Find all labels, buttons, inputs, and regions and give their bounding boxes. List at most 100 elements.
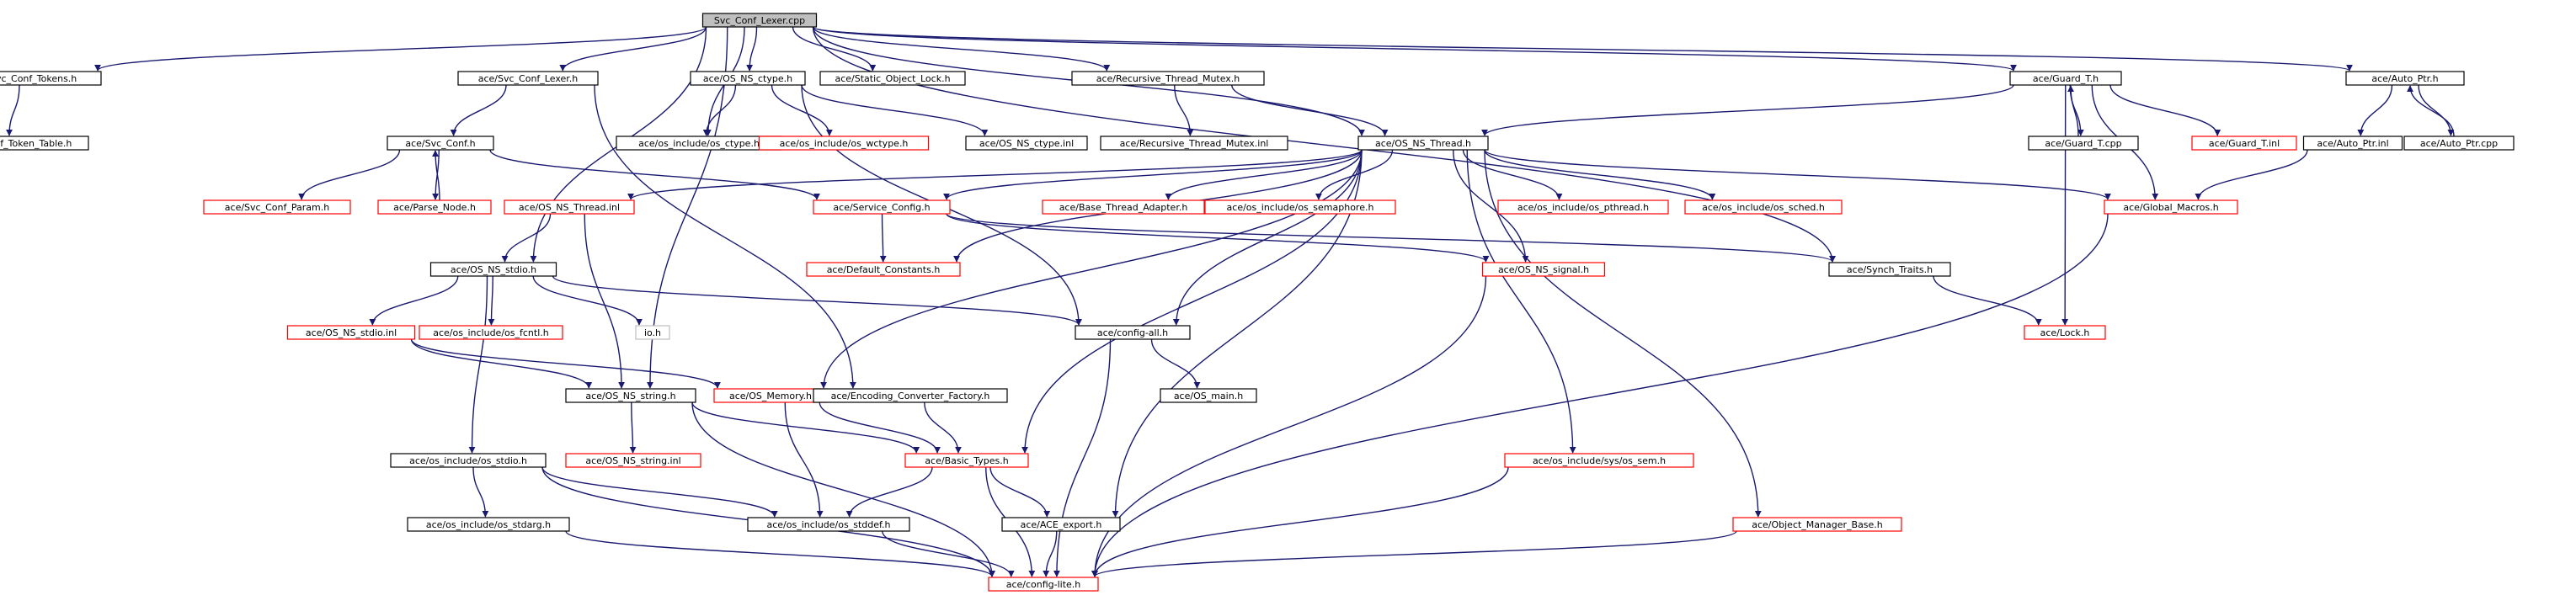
node-box[interactable] (1075, 325, 1191, 340)
node-guard-t-cpp[interactable]: ace/Guard_T.cpp (2028, 136, 2139, 151)
node-os-ns-signal[interactable]: ace/OS_NS_signal.h (1481, 262, 1606, 277)
node-os-ns-ctype-h[interactable]: ace/OS_NS_ctype.h (690, 71, 806, 86)
node-box[interactable] (813, 199, 951, 215)
node-os-include-os-fcntl[interactable]: ace/os_include/os_fcntl.h (419, 325, 563, 340)
node-box[interactable] (1001, 517, 1121, 532)
node-box[interactable] (1497, 199, 1669, 215)
node-ace-export[interactable]: ace/ACE_export.h (1001, 517, 1121, 532)
node-box[interactable] (635, 325, 670, 340)
node-box[interactable] (457, 71, 599, 86)
node-os-include-os-stdarg[interactable]: ace/os_include/os_stdarg.h (407, 517, 570, 532)
node-box[interactable] (390, 453, 547, 468)
node-object-manager-base[interactable]: ace/Object_Manager_Base.h (1732, 517, 1902, 532)
node-guard-t-inl[interactable]: ace/Guard_T.inl (2191, 136, 2297, 151)
node-box[interactable] (701, 13, 818, 28)
node-svc-conf-h[interactable]: ace/Svc_Conf.h (387, 136, 494, 151)
node-svc-conf-tokens[interactable]: ace/Svc_Conf_Tokens.h (0, 71, 102, 86)
node-root[interactable]: Svc_Conf_Lexer.cpp (701, 13, 818, 28)
node-box[interactable] (690, 71, 806, 86)
node-box[interactable] (2009, 71, 2122, 86)
node-lock-h[interactable]: ace/Lock.h (2024, 325, 2106, 340)
node-os-include-os-semaphore[interactable]: ace/os_include/os_semaphore.h (1204, 199, 1396, 215)
node-box[interactable] (819, 71, 966, 86)
node-box[interactable] (2403, 136, 2515, 151)
node-recursive-thread-mutex-h[interactable]: ace/Recursive_Thread_Mutex.h (1071, 71, 1265, 86)
node-os-ns-thread-inl[interactable]: ace/OS_NS_Thread.inl (504, 199, 635, 215)
node-box[interactable] (203, 199, 351, 215)
node-box[interactable] (806, 262, 961, 277)
node-synch-traits[interactable]: ace/Synch_Traits.h (1828, 262, 1951, 277)
node-box[interactable] (504, 199, 635, 215)
node-box[interactable] (1042, 199, 1205, 215)
node-os-include-os-stdio[interactable]: ace/os_include/os_stdio.h (390, 453, 547, 468)
node-box[interactable] (1100, 136, 1288, 151)
node-box[interactable] (758, 136, 930, 151)
node-box[interactable] (904, 453, 1029, 468)
node-box[interactable] (387, 136, 494, 151)
node-base-thread-adapter[interactable]: ace/Base_Thread_Adapter.h (1042, 199, 1205, 215)
node-os-ns-string-inl[interactable]: ace/OS_NS_string.inl (565, 453, 701, 468)
node-label: ace/os_include/os_stdio.h (409, 455, 527, 466)
node-box[interactable] (286, 325, 416, 340)
node-box[interactable] (2028, 136, 2139, 151)
node-box[interactable] (2024, 325, 2106, 340)
node-box[interactable] (813, 388, 1008, 403)
node-box[interactable] (1481, 262, 1606, 277)
node-box[interactable] (407, 517, 570, 532)
node-config-all[interactable]: ace/config-all.h (1075, 325, 1191, 340)
node-box[interactable] (1504, 453, 1694, 468)
node-os-ns-string-h[interactable]: ace/OS_NS_string.h (565, 388, 696, 403)
node-os-memory[interactable]: ace/OS_Memory.h (713, 388, 828, 403)
node-box[interactable] (565, 453, 701, 468)
node-basic-types[interactable]: ace/Basic_Types.h (904, 453, 1029, 468)
node-box[interactable] (0, 136, 89, 151)
node-os-include-os-ctype[interactable]: ace/os_include/os_ctype.h (616, 136, 782, 151)
node-io-h[interactable]: io.h (635, 325, 670, 340)
node-box[interactable] (1828, 262, 1951, 277)
node-parse-node[interactable]: ace/Parse_Node.h (377, 199, 492, 215)
node-box[interactable] (377, 199, 492, 215)
node-box[interactable] (2345, 71, 2465, 86)
node-svc-conf-token-table[interactable]: ace/Svc_Conf_Token_Table.h (0, 136, 89, 151)
node-box[interactable] (1357, 136, 1489, 151)
node-os-main[interactable]: ace/OS_main.h (1160, 388, 1257, 403)
node-service-config[interactable]: ace/Service_Config.h (813, 199, 951, 215)
node-os-include-os-wctype[interactable]: ace/os_include/os_wctype.h (758, 136, 930, 151)
node-svc-conf-lexer[interactable]: ace/Svc_Conf_Lexer.h (457, 71, 599, 86)
node-static-object-lock[interactable]: ace/Static_Object_Lock.h (819, 71, 966, 86)
node-auto-ptr-h[interactable]: ace/Auto_Ptr.h (2345, 71, 2465, 86)
edge-auto_ptr_inl-to-global_macros (2195, 149, 2308, 200)
node-os-include-os-sched[interactable]: ace/os_include/os_sched.h (1684, 199, 1843, 215)
node-default-constants[interactable]: ace/Default_Constants.h (806, 262, 961, 277)
node-box[interactable] (747, 517, 910, 532)
node-box[interactable] (419, 325, 563, 340)
node-os-include-os-pthread[interactable]: ace/os_include/os_pthread.h (1497, 199, 1669, 215)
node-box[interactable] (2302, 136, 2403, 151)
node-os-include-os-stddef[interactable]: ace/os_include/os_stddef.h (747, 517, 910, 532)
node-box[interactable] (1160, 388, 1257, 403)
node-box[interactable] (429, 262, 557, 277)
node-box[interactable] (2191, 136, 2297, 151)
node-box[interactable] (965, 136, 1088, 151)
node-auto-ptr-inl[interactable]: ace/Auto_Ptr.inl (2302, 136, 2403, 151)
node-guard-t-h[interactable]: ace/Guard_T.h (2009, 71, 2122, 86)
node-box[interactable] (1071, 71, 1265, 86)
node-box[interactable] (0, 71, 102, 86)
node-svc-conf-param[interactable]: ace/Svc_Conf_Param.h (203, 199, 351, 215)
node-recursive-thread-mutex-inl[interactable]: ace/Recursive_Thread_Mutex.inl (1100, 136, 1288, 151)
node-os-ns-stdio-h[interactable]: ace/OS_NS_stdio.h (429, 262, 557, 277)
node-box[interactable] (988, 577, 1099, 592)
node-os-ns-ctype-inl[interactable]: ace/OS_NS_ctype.inl (965, 136, 1088, 151)
node-box[interactable] (565, 388, 696, 403)
node-os-ns-stdio-inl[interactable]: ace/OS_NS_stdio.inl (286, 325, 416, 340)
node-box[interactable] (1204, 199, 1396, 215)
node-global-macros[interactable]: ace/Global_Macros.h (2104, 199, 2238, 215)
node-box[interactable] (2104, 199, 2238, 215)
node-os-include-sys-os-sem[interactable]: ace/os_include/sys/os_sem.h (1504, 453, 1694, 468)
node-box[interactable] (1732, 517, 1902, 532)
node-auto-ptr-cpp[interactable]: ace/Auto_Ptr.cpp (2403, 136, 2515, 151)
node-os-ns-thread-h[interactable]: ace/OS_NS_Thread.h (1357, 136, 1489, 151)
node-config-lite[interactable]: ace/config-lite.h (988, 577, 1099, 592)
node-encoding-converter-factory[interactable]: ace/Encoding_Converter_Factory.h (813, 388, 1008, 403)
node-box[interactable] (1684, 199, 1843, 215)
